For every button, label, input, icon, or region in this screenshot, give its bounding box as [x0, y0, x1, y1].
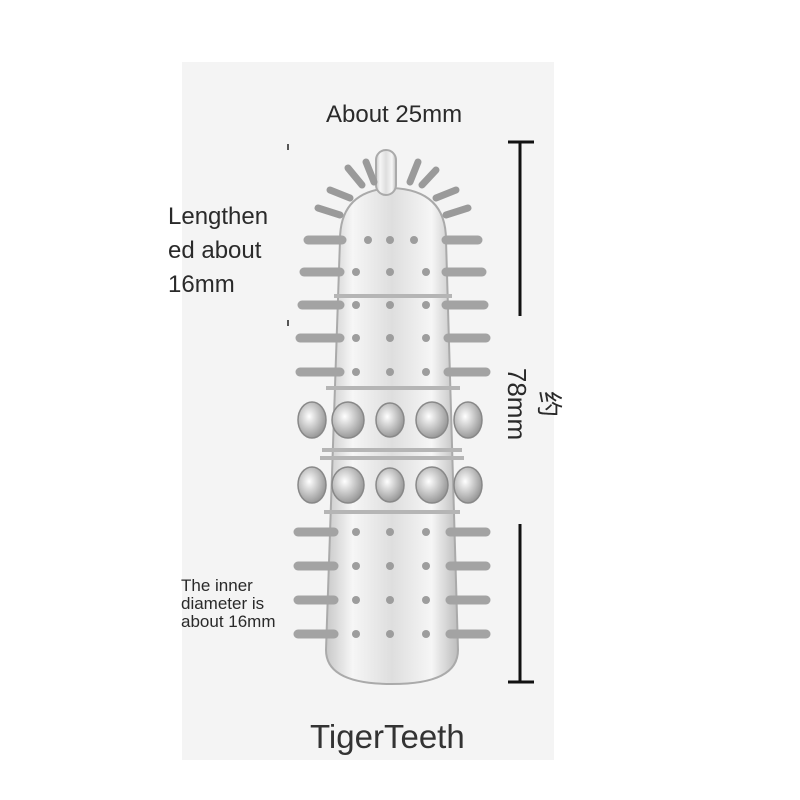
length-dimension-line	[508, 140, 534, 684]
ridges	[320, 294, 464, 514]
lengthened-label: Lengthen ed about 16mm	[168, 203, 269, 298]
product-caption: TigerTeeth	[310, 718, 465, 755]
width-label: About 25mm	[326, 101, 463, 128]
surface-dots	[352, 236, 430, 638]
tip-spikes	[314, 158, 472, 219]
side-spikes	[293, 235, 491, 639]
bead-rings	[297, 401, 483, 504]
inner-diameter-label: The inner diameter is about 16mm	[181, 576, 276, 631]
length-label: 约78mm	[502, 367, 564, 441]
